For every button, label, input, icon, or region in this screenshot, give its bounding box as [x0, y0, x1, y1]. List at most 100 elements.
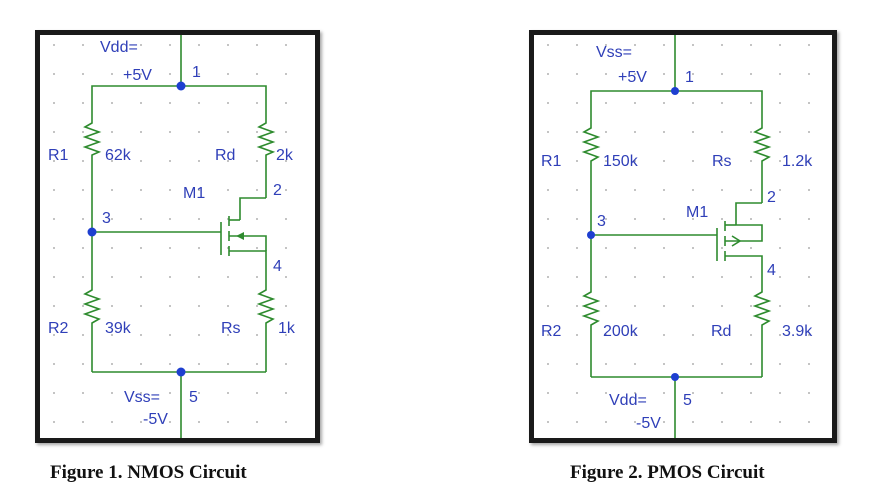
grid-dot — [111, 218, 113, 220]
grid-dot — [111, 247, 113, 249]
grid-dot — [750, 421, 752, 423]
rs-value: 1.2k — [782, 153, 813, 170]
grid-dot — [721, 276, 723, 278]
grid-dot — [53, 218, 55, 220]
grid-dot — [663, 334, 665, 336]
grid-dot — [721, 160, 723, 162]
grid-dot — [111, 334, 113, 336]
grid-dot — [82, 73, 84, 75]
grid-dot — [111, 102, 113, 104]
grid-dot — [547, 44, 549, 46]
grid-dot — [547, 160, 549, 162]
r2-resistor — [82, 232, 102, 372]
grid-dot — [692, 276, 694, 278]
grid-dot — [285, 421, 287, 423]
grid-dot — [256, 305, 258, 307]
grid-dot — [140, 160, 142, 162]
grid-dot — [750, 131, 752, 133]
grid-dot — [808, 189, 810, 191]
top-supply-name: Vss= — [596, 44, 632, 61]
grid-dot — [605, 276, 607, 278]
grid-dot — [111, 44, 113, 46]
top-node-label: 1 — [685, 69, 694, 86]
grid-dot — [663, 73, 665, 75]
bottom-supply-value: -5V — [636, 415, 661, 432]
grid-dot — [663, 421, 665, 423]
grid-dot — [721, 392, 723, 394]
grid-dot — [547, 305, 549, 307]
grid-dot — [547, 363, 549, 365]
grid-dot — [285, 189, 287, 191]
r1-value: 150k — [603, 153, 639, 170]
grid-dot — [198, 305, 200, 307]
grid-dot — [721, 305, 723, 307]
rd-resistor — [256, 120, 276, 198]
grid-dot — [808, 421, 810, 423]
rd-name: Rd — [215, 147, 235, 164]
grid-dot — [779, 44, 781, 46]
grid-dot — [111, 131, 113, 133]
grid-dot — [198, 44, 200, 46]
grid-dot — [547, 421, 549, 423]
grid-dot — [721, 247, 723, 249]
grid-dot — [256, 392, 258, 394]
grid-dot — [663, 189, 665, 191]
grid-dot — [111, 363, 113, 365]
grid-dot — [576, 131, 578, 133]
grid-dot — [605, 334, 607, 336]
rs-name: Rs — [712, 153, 732, 170]
grid-dot — [53, 276, 55, 278]
pmos-schematic-panel: Vss= +5V 1 R1 150k Rs 1.2k M1 2 3 4 R2 2… — [529, 30, 837, 443]
r1-name: R1 — [48, 147, 69, 164]
grid-dot — [169, 218, 171, 220]
grid-dot — [256, 44, 258, 46]
grid-dot — [256, 421, 258, 423]
grid-dot — [140, 392, 142, 394]
grid-dot — [576, 102, 578, 104]
grid-dot — [82, 305, 84, 307]
grid-dot — [227, 363, 229, 365]
grid-dot — [808, 73, 810, 75]
r2-name: R2 — [48, 320, 69, 337]
grid-dot — [140, 102, 142, 104]
grid-dot — [285, 131, 287, 133]
grid-dot — [779, 160, 781, 162]
grid-dot — [750, 73, 752, 75]
m1-name: M1 — [183, 185, 205, 202]
r1-resistor — [82, 120, 102, 232]
grid-dot — [721, 334, 723, 336]
grid-dot — [82, 160, 84, 162]
grid-dot — [779, 421, 781, 423]
grid-dot — [634, 73, 636, 75]
node-2-label: 2 — [767, 189, 776, 206]
r1-resistor — [581, 125, 601, 235]
grid-dot — [663, 305, 665, 307]
node-dot-3 — [87, 227, 97, 237]
grid-dot — [808, 218, 810, 220]
grid-dot — [663, 131, 665, 133]
top-node-wire — [91, 85, 267, 120]
r2-value: 200k — [603, 323, 639, 340]
grid-dot — [547, 131, 549, 133]
grid-dot — [576, 189, 578, 191]
grid-dot — [140, 189, 142, 191]
grid-dot — [692, 189, 694, 191]
grid-dot — [198, 334, 200, 336]
figure-2-caption: Figure 2. PMOS Circuit — [570, 462, 765, 483]
r1-value: 62k — [105, 147, 132, 164]
grid-dot — [692, 102, 694, 104]
drain-wire — [239, 197, 266, 220]
grid-dot — [634, 44, 636, 46]
grid-dot — [779, 131, 781, 133]
grid-dot — [140, 421, 142, 423]
grid-dot — [634, 305, 636, 307]
grid-dot — [169, 189, 171, 191]
grid-dot — [140, 247, 142, 249]
grid-dot — [663, 44, 665, 46]
grid-dot — [547, 102, 549, 104]
grid-dot — [692, 363, 694, 365]
grid-dot — [227, 189, 229, 191]
grid-dot — [750, 334, 752, 336]
grid-dot — [285, 305, 287, 307]
grid-dot — [605, 189, 607, 191]
